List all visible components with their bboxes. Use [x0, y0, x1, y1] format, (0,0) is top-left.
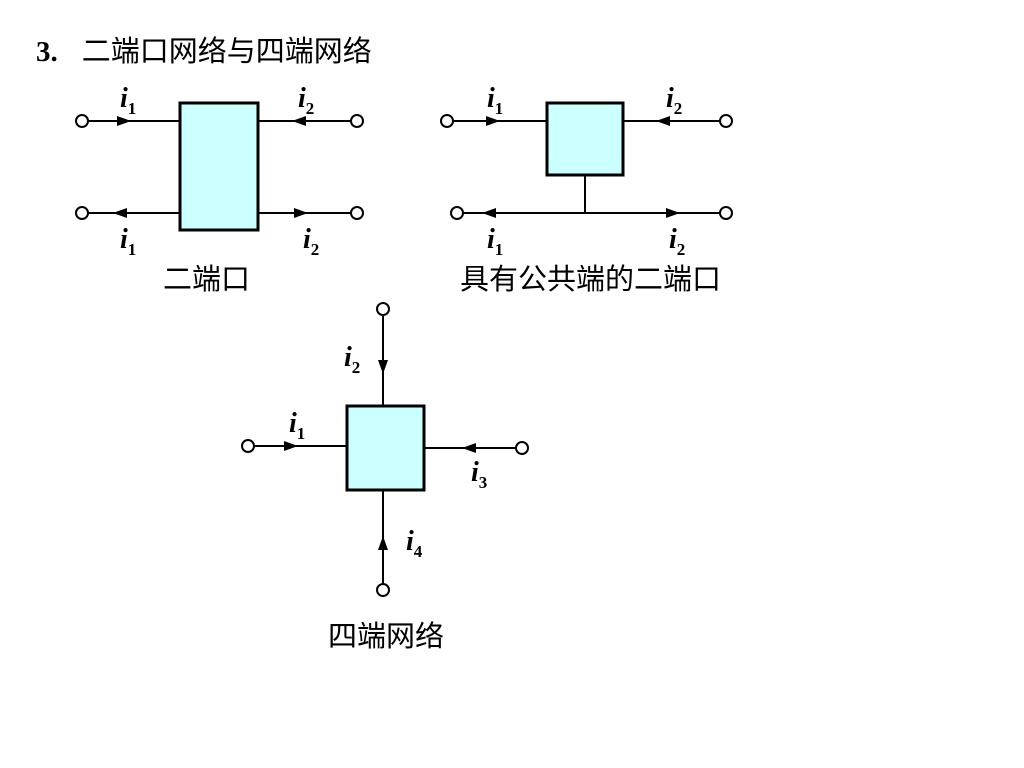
section-number: 3. [36, 36, 58, 68]
current-arrow-right [284, 441, 298, 451]
terminal [350, 114, 364, 128]
terminal [719, 206, 733, 220]
current-arrow-left [113, 208, 127, 218]
current-label-i1: i1 [120, 83, 136, 118]
terminal [719, 114, 733, 128]
current-label-i1: i1 [487, 83, 503, 118]
common-terminal-diagram: i1 i2 i1 i2 具有公共端的二端口 [440, 83, 733, 296]
current-label-i2: i2 [666, 83, 682, 118]
current-label-i2: i2 [669, 224, 685, 259]
terminal [376, 583, 390, 597]
current-label-i2: i2 [303, 224, 319, 259]
current-arrow-right [294, 208, 308, 218]
terminal [440, 114, 454, 128]
terminal [75, 114, 89, 128]
current-arrow-down [378, 360, 388, 374]
current-arrow-left [292, 116, 306, 126]
two-port-box [178, 101, 260, 232]
current-label-i1: i1 [120, 224, 136, 259]
current-arrow-right [486, 116, 500, 126]
terminal [450, 206, 464, 220]
section-title: 二端口网络与四端网络 [81, 34, 372, 68]
current-label-i4: i4 [406, 526, 423, 561]
current-label-i1: i1 [289, 408, 305, 443]
current-label-i2: i2 [344, 342, 360, 377]
terminal [515, 441, 529, 455]
current-label-i3: i3 [471, 457, 487, 492]
current-arrow-left [482, 208, 496, 218]
common-terminal-caption: 具有公共端的二端口 [460, 262, 721, 296]
common-terminal-box [545, 101, 625, 177]
terminal [241, 439, 255, 453]
current-arrow-left [656, 116, 670, 126]
four-terminal-box [345, 404, 426, 492]
four-terminal-caption: 四端网络 [328, 619, 444, 653]
four-terminal-diagram: i2 i1 i3 i4 四端网络 [241, 302, 529, 653]
slide-heading: 3. 二端口网络与四端网络 [36, 28, 372, 70]
current-arrow-right [117, 116, 131, 126]
current-arrow-right [666, 208, 680, 218]
terminal [75, 206, 89, 220]
terminal [350, 206, 364, 220]
two-port-diagram: i1 i2 i1 i2 二端口 [75, 83, 364, 296]
current-arrow-up [378, 536, 388, 550]
two-port-caption: 二端口 [163, 262, 250, 296]
current-label-i2: i2 [298, 83, 314, 118]
current-label-i1: i1 [487, 224, 503, 259]
current-arrow-left [462, 443, 476, 453]
terminal [376, 302, 390, 316]
